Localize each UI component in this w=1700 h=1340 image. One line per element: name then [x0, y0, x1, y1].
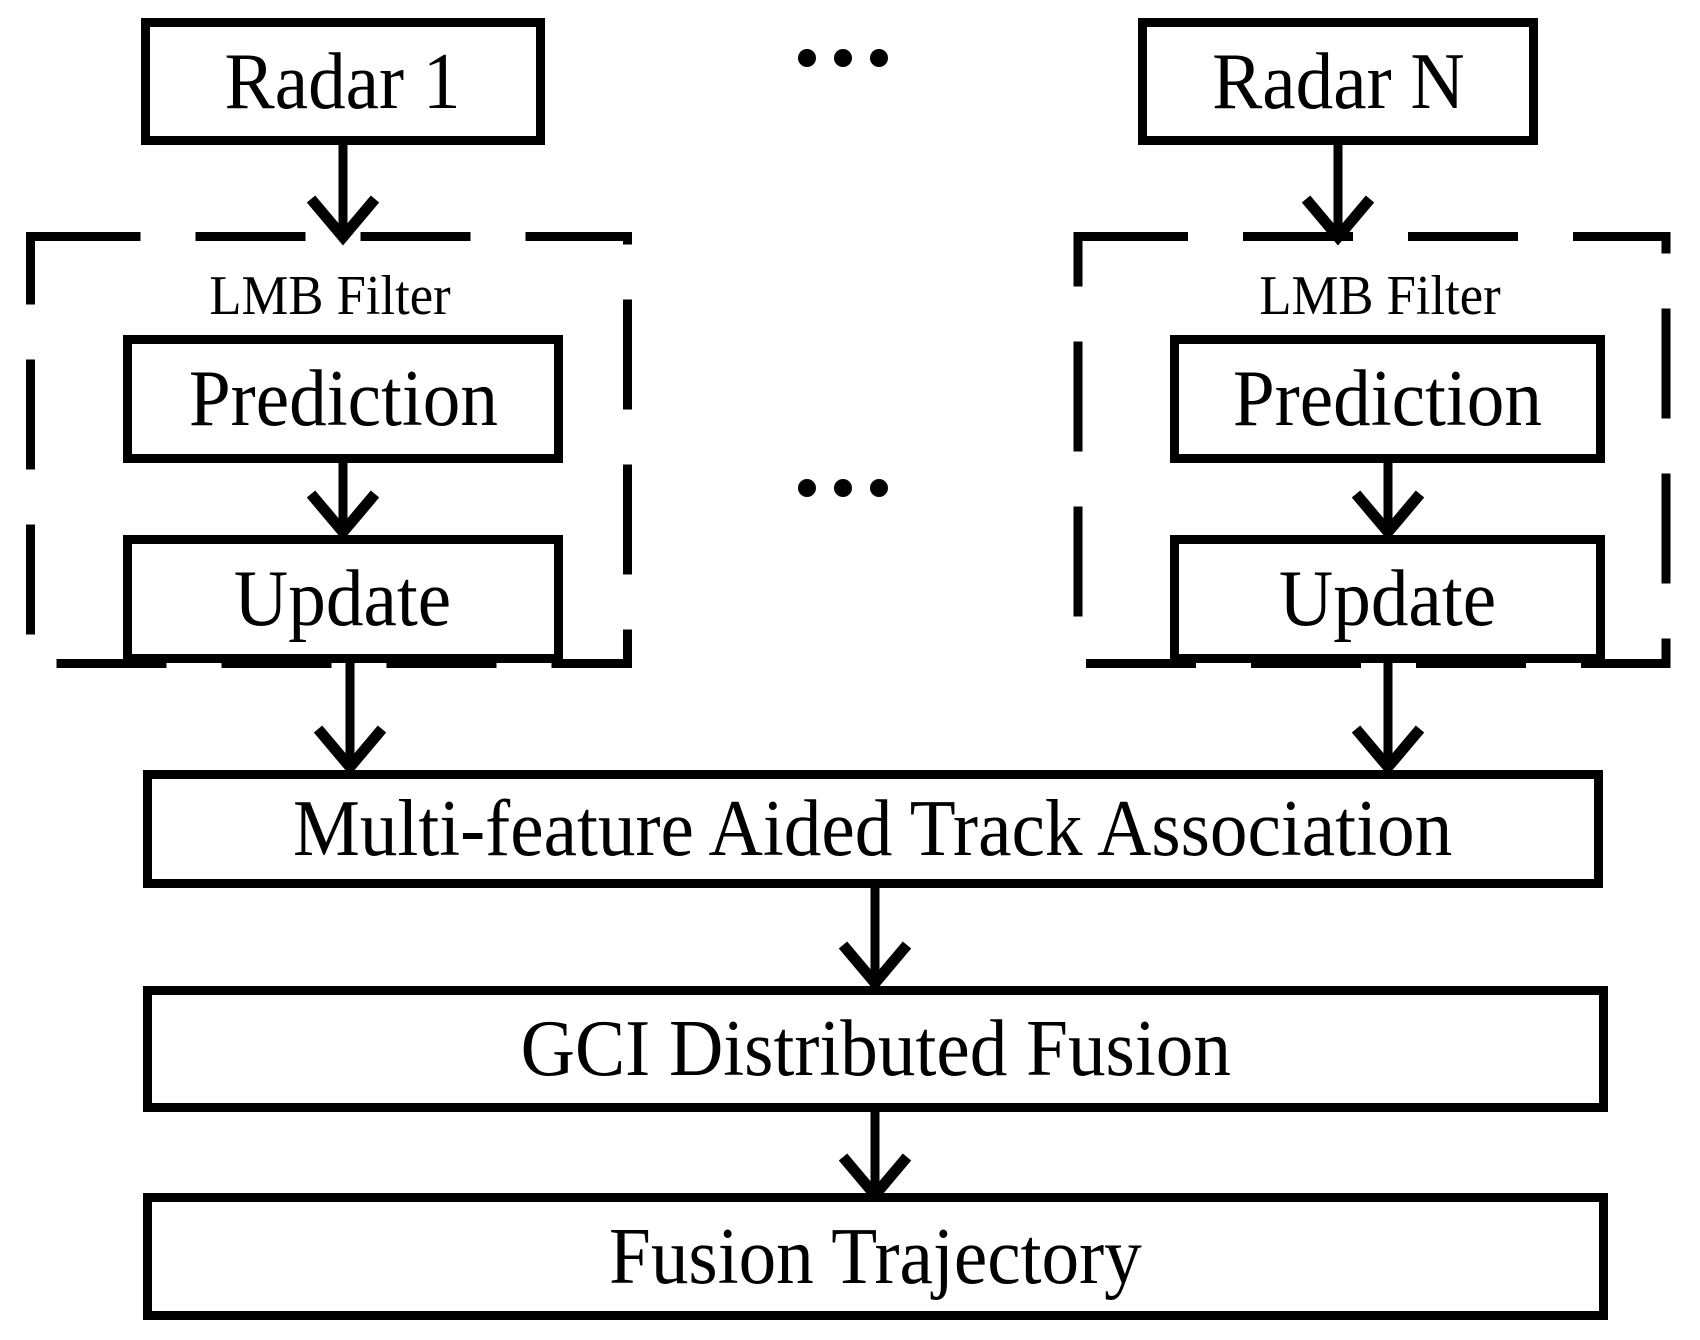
lmb-filter-group-right-outline — [1073, 232, 1671, 668]
node-radar-1-label: Radar 1 — [225, 37, 461, 126]
node-track-association: Multi-feature Aided Track Association — [143, 770, 1603, 888]
arrow-prediction-to-update-left — [306, 463, 380, 541]
node-fusion-trajectory: Fusion Trajectory — [143, 1193, 1608, 1320]
node-gci-fusion-label: GCI Distributed Fusion — [520, 1005, 1231, 1093]
node-radar-n: Radar N — [1138, 18, 1538, 145]
arrow-gci-to-trajectory — [838, 1112, 912, 1204]
node-prediction-left-label: Prediction — [188, 355, 498, 443]
ellipsis-top-icon — [798, 49, 888, 67]
node-update-right-label: Update — [1278, 555, 1497, 643]
arrow-radar1-to-lmb-left — [306, 145, 380, 246]
lmb-filter-left-label: LMB Filter — [209, 265, 451, 327]
node-gci-fusion: GCI Distributed Fusion — [143, 986, 1608, 1112]
node-prediction-right: Prediction — [1170, 335, 1605, 463]
arrow-prediction-to-update-right — [1351, 463, 1425, 541]
arrow-radarN-to-lmb-right — [1301, 145, 1375, 246]
node-prediction-left: Prediction — [123, 335, 563, 463]
lmb-filter-right-label: LMB Filter — [1259, 265, 1501, 327]
node-update-left-label: Update — [234, 555, 452, 643]
node-track-association-label: Multi-feature Aided Track Association — [293, 785, 1453, 873]
node-radar-1: Radar 1 — [141, 18, 545, 145]
node-update-right: Update — [1170, 535, 1605, 663]
arrow-update-right-to-association — [1351, 663, 1425, 776]
ellipsis-middle-icon — [798, 479, 888, 497]
node-radar-n-label: Radar N — [1211, 37, 1465, 126]
node-fusion-trajectory-label: Fusion Trajectory — [609, 1212, 1142, 1301]
lmb-filter-group-left-outline — [26, 232, 632, 668]
node-update-left: Update — [123, 535, 563, 663]
arrow-update-left-to-association — [313, 663, 387, 776]
node-prediction-right-label: Prediction — [1232, 355, 1543, 443]
arrow-association-to-gci — [838, 888, 912, 992]
